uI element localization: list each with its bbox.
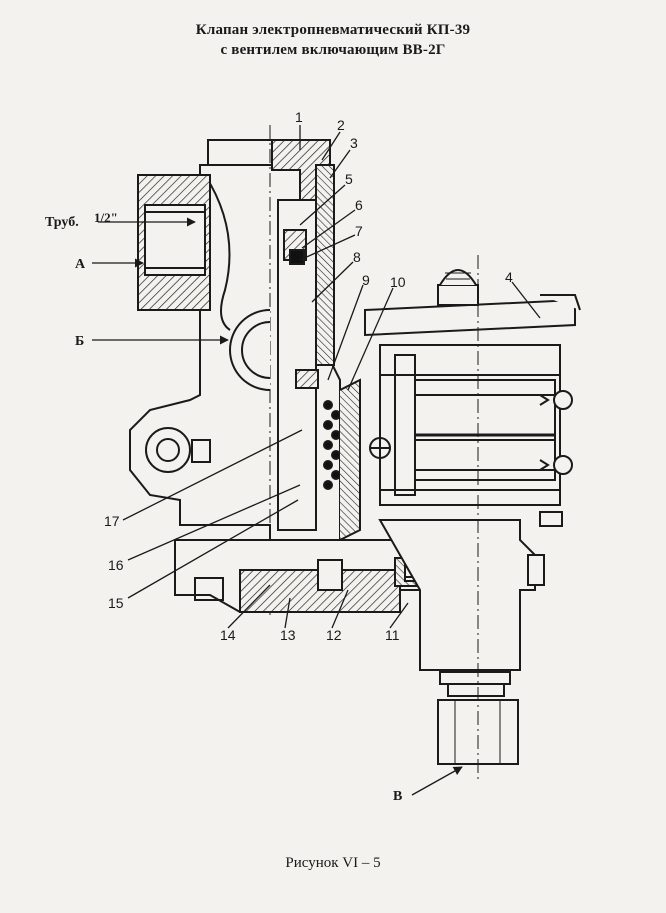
solenoid-valve	[364, 255, 581, 780]
callout-numbers: 1 2 3 5 6 7 8 9 10 4 11 12 13 14 15 16 1…	[104, 109, 513, 643]
callout-7: 7	[355, 223, 363, 239]
callout-11: 11	[385, 627, 400, 643]
callout-17: 17	[104, 513, 120, 529]
callout-9: 9	[362, 272, 370, 288]
callout-1: 1	[295, 109, 303, 125]
callout-3: 3	[350, 135, 358, 151]
callout-5: 5	[345, 171, 353, 187]
callout-13: 13	[280, 627, 296, 643]
callout-15: 15	[108, 595, 124, 611]
figure-caption: Рисунок VI – 5	[285, 855, 381, 871]
label-B-cyr: Б	[75, 334, 84, 349]
leader-lines	[92, 125, 541, 796]
letter-labels: Труб. 1/2" А Б В	[45, 210, 402, 804]
callout-16: 16	[108, 557, 124, 573]
label-A: А	[75, 257, 86, 272]
callout-10: 10	[390, 274, 406, 290]
diagram-title-line2: с вентилем включающим ВВ-2Г	[220, 42, 446, 58]
callout-14: 14	[220, 627, 236, 643]
callout-8: 8	[353, 249, 361, 265]
label-pipe: Труб.	[45, 215, 79, 230]
callout-4: 4	[505, 269, 513, 285]
label-pipe-size: 1/2"	[94, 210, 118, 225]
callout-2: 2	[337, 117, 345, 133]
label-V: В	[393, 789, 402, 804]
diagram-title-line1: Клапан электропневматический КП-39	[195, 22, 471, 38]
callout-12: 12	[326, 627, 342, 643]
spring	[323, 400, 341, 490]
callout-6: 6	[355, 197, 363, 213]
